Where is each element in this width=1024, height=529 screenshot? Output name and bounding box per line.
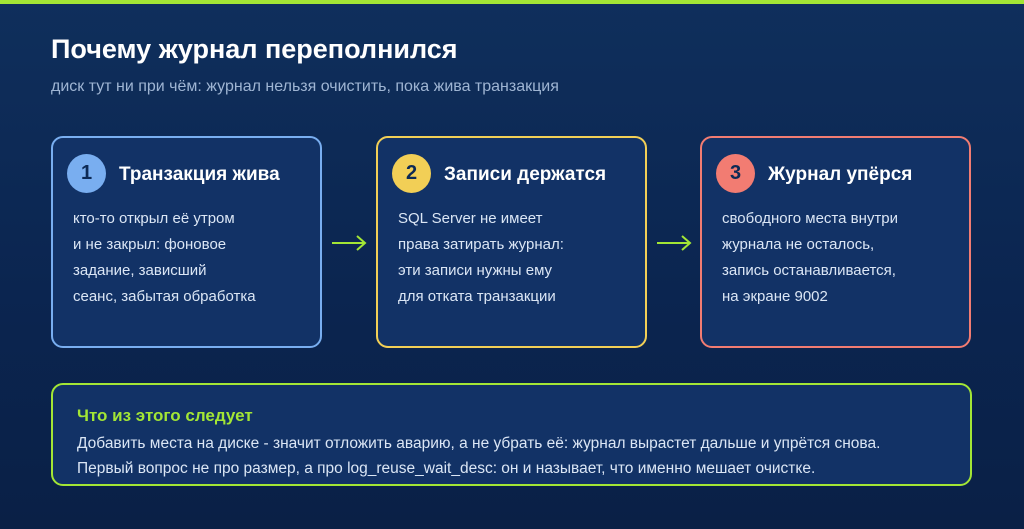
step-body-1: кто-то открыл её утром и не закрыл: фоно…: [73, 206, 313, 310]
step-number-badge-1: 1: [67, 154, 106, 193]
step-body-2: SQL Server не имеет права затирать журна…: [398, 206, 638, 310]
step-1-line: кто-то открыл её утром: [73, 210, 235, 227]
top-accent-bar: [0, 0, 1024, 4]
step-body-3: свободного места внутри журнала не остал…: [722, 206, 962, 310]
step-1-line: задание, зависший: [73, 262, 207, 279]
step-2-line: эти записи нужны ему: [398, 262, 553, 279]
step-title-3: Журнал упёрся: [768, 164, 913, 185]
conclusion-box: Что из этого следует Добавить места на д…: [51, 383, 972, 486]
step-3-line: журнала не осталось,: [722, 236, 875, 253]
conclusion-line: Добавить места на диске - значит отложит…: [77, 435, 881, 452]
step-3-line: на экране 9002: [722, 288, 828, 305]
step-number-badge-3: 3: [716, 154, 755, 193]
step-3-line: свободного места внутри: [722, 210, 898, 227]
page-title: Почему журнал переполнился: [51, 34, 458, 64]
step-2-line: права затирать журнал:: [398, 236, 564, 253]
arrow-right-icon: [332, 235, 367, 251]
step-card-1: 1 Транзакция жива кто-то открыл её утром…: [51, 136, 322, 348]
step-card-3: 3 Журнал упёрся свободного места внутри …: [700, 136, 971, 348]
step-2-line: SQL Server не имеет: [398, 210, 543, 227]
conclusion-title: Что из этого следует: [77, 406, 253, 425]
step-3-line: запись останавливается,: [722, 262, 896, 279]
page-subtitle: диск тут ни при чём: журнал нельзя очист…: [51, 78, 559, 95]
arrow-right-icon: [657, 235, 692, 251]
conclusion-line: Первый вопрос не про размер, а про log_r…: [77, 460, 816, 477]
step-card-2: 2 Записи держатся SQL Server не имеет пр…: [376, 136, 647, 348]
step-1-line: и не закрыл: фоновое: [73, 236, 227, 253]
step-title-2: Записи держатся: [444, 164, 607, 185]
step-number-badge-2: 2: [392, 154, 431, 193]
step-2-line: для отката транзакции: [398, 288, 556, 305]
step-1-line: сеанс, забытая обработка: [73, 288, 256, 305]
step-title-1: Транзакция жива: [119, 164, 280, 185]
